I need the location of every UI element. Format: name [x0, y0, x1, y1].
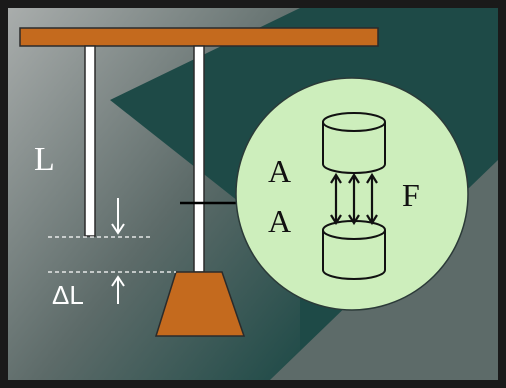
upper-cylinder — [322, 112, 386, 174]
length-label: L — [34, 141, 55, 178]
area-top-label: A — [268, 153, 291, 189]
support-beam — [19, 27, 379, 47]
hanging-weight — [154, 271, 246, 337]
delta-length-label: ΔL — [52, 280, 84, 310]
force-arrows — [330, 172, 378, 226]
loaded-wire — [193, 45, 205, 273]
reference-wire — [84, 45, 96, 237]
force-label: F — [402, 177, 420, 213]
arrow-down-icon — [111, 198, 125, 235]
zoom-circle — [235, 77, 469, 311]
area-bottom-label: A — [268, 203, 291, 239]
lower-cylinder — [322, 220, 386, 280]
arrow-up-icon — [111, 275, 125, 304]
